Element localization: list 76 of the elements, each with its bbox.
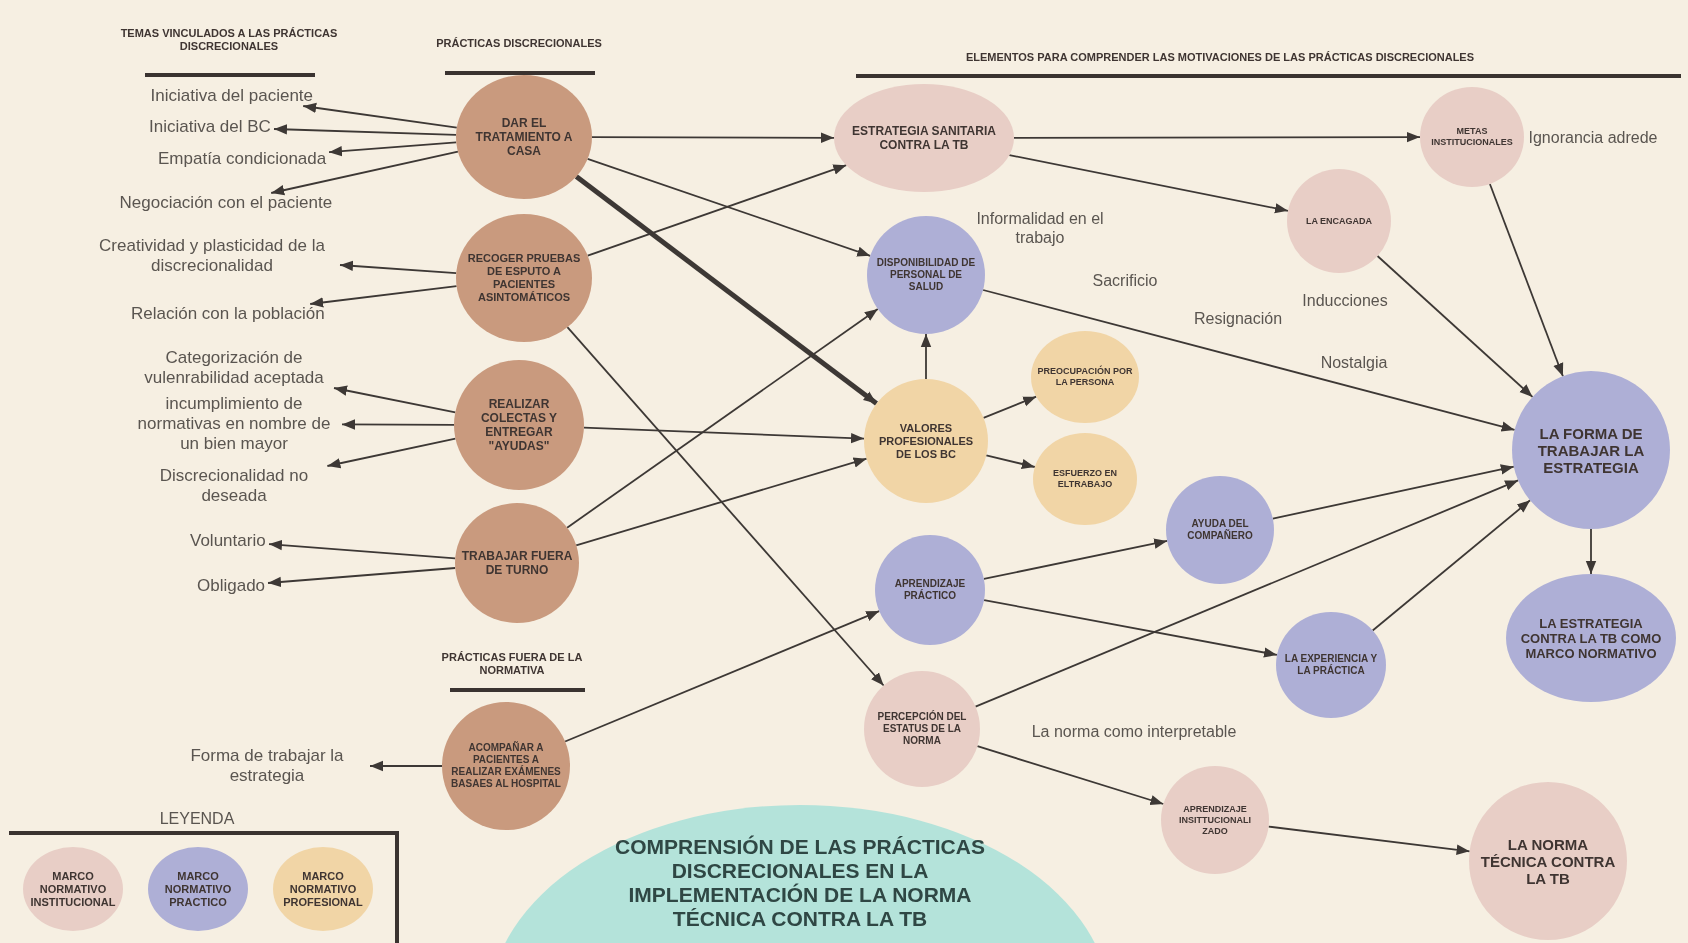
concept-circle: LA NORMA TÉCNICA CONTRA LA TB [1469, 782, 1627, 940]
arrow [583, 426, 865, 444]
concept-circle: RECOGER PRUEBAS DE ESPUTO A PACIENTES ASINTOMÁTICOS [456, 214, 592, 342]
arrow [982, 395, 1038, 419]
concept-circle: LA ESTRATEGIA CONTRA LA TB COMO MARCO NORMATIVO [1506, 574, 1676, 702]
arrow [983, 538, 1168, 580]
arrow [1489, 183, 1564, 378]
arrow [574, 174, 878, 406]
concept-circle: DAR EL TRATAMIENTO A CASA [456, 75, 592, 199]
topic-text: Relación con la población [131, 304, 325, 324]
arrow [1267, 825, 1471, 855]
arrow [1013, 131, 1421, 143]
legend-title: LEYENDA [158, 808, 236, 828]
arrow [326, 437, 457, 469]
arrow [1271, 464, 1515, 520]
legend-swatch: MARCO NORMATIVO PROFESIONAL [273, 847, 373, 931]
topic-text: Negociación con el paciente [119, 193, 333, 213]
concept-circle: ACOMPAÑAR A PACIENTES A REALIZAR EXÁMENES BASAES AL HOSPITAL [442, 702, 570, 830]
section-heading: TEMAS VINCULADOS A LAS PRÁCTICAS DISCRECIONALES [119, 27, 339, 53]
theme-label: Sacrificio [1091, 270, 1159, 290]
arrow [974, 479, 1519, 708]
concept-circle: LA ENCAGADA [1287, 169, 1391, 273]
topic-text: Iniciativa del paciente [150, 86, 314, 106]
concept-circle: AYUDA DEL COMPAÑERO [1166, 476, 1274, 584]
arrow [268, 539, 457, 560]
arrow [983, 599, 1278, 658]
concept-circle: LA EXPERIENCIA Y LA PRÁCTICA [1276, 612, 1386, 718]
concept-circle: APRENDIZAJE INSITTUCIONALI ZADO [1161, 766, 1269, 874]
arrow [341, 419, 455, 430]
topic-text: Iniciativa del BC [149, 117, 271, 137]
arrow [566, 308, 879, 529]
topic-text: Obligado [197, 576, 266, 596]
arrow [333, 385, 457, 414]
legend-swatch: MARCO NORMATIVO INSTITUCIONAL [23, 847, 123, 931]
legend-swatch: MARCO NORMATIVO PRACTICO [148, 847, 248, 931]
arrow [309, 285, 458, 308]
topic-text: Forma de trabajar la estrategia [167, 746, 367, 786]
topic-text: Creatividad y plasticidad de la discrecionalidad [87, 236, 337, 276]
arrow [566, 326, 885, 687]
arrow [985, 454, 1036, 470]
concept-circle: VALORES PROFESIONALES DE LOS BC [864, 379, 988, 503]
concept-circle: METAS INSTITUCIONALES [1420, 87, 1524, 187]
concept-circle: PREOCUPACIÓN POR LA PERSONA [1031, 331, 1139, 423]
arrow [369, 760, 443, 772]
section-heading: ELEMENTOS PARA COMPRENDER LAS MOTIVACIONES DE LAS PRÁCTICAS DISCRECIONALES [964, 50, 1476, 64]
arrow [273, 124, 457, 136]
concept-circle: ESFUERZO EN ELTRABAJO [1033, 433, 1137, 525]
arrow [575, 457, 868, 547]
arrow [1585, 528, 1597, 575]
arrow [564, 610, 881, 743]
arrow [267, 567, 457, 588]
arrow [1371, 499, 1531, 632]
concept-circle: APRENDIZAJE PRÁCTICO [875, 535, 985, 645]
arrow [982, 289, 1516, 432]
arrow [328, 141, 458, 157]
arrow [1008, 154, 1289, 214]
section-heading: PRÁCTICAS FUERA DE LA NORMATIVA [440, 651, 584, 677]
topic-text: incumplimiento de normativas en nombre de un bien mayor [129, 394, 339, 454]
concept-circle: LA FORMA DE TRABAJAR LA ESTRATEGIA [1512, 371, 1670, 529]
arrow [270, 150, 459, 196]
arrow [976, 745, 1165, 806]
topic-text: Voluntario [190, 531, 266, 551]
arrow [1376, 255, 1534, 398]
concept-circle: PERCEPCIÓN DEL ESTATUS DE LA NORMA [864, 671, 980, 787]
section-heading: PRÁCTICAS DISCRECIONALES [435, 36, 603, 50]
theme-label: Resignación [1192, 308, 1284, 328]
concept-circle: TRABAJAR FUERA DE TURNO [455, 503, 579, 623]
arrow [302, 102, 458, 129]
topic-text: Discrecionalidad no deseada [134, 466, 334, 506]
arrow [591, 132, 835, 143]
concept-circle: ESTRATEGIA SANITARIA CONTRA LA TB [834, 84, 1014, 192]
arrow [339, 260, 458, 275]
topic-text: Empatía condicionada [158, 149, 327, 169]
concept-circle: REALIZAR COLECTAS Y ENTREGAR "AYUDAS" [454, 360, 584, 490]
topic-text: Categorización de vulenrabilidad aceptada [119, 348, 349, 388]
arrow [920, 333, 932, 380]
